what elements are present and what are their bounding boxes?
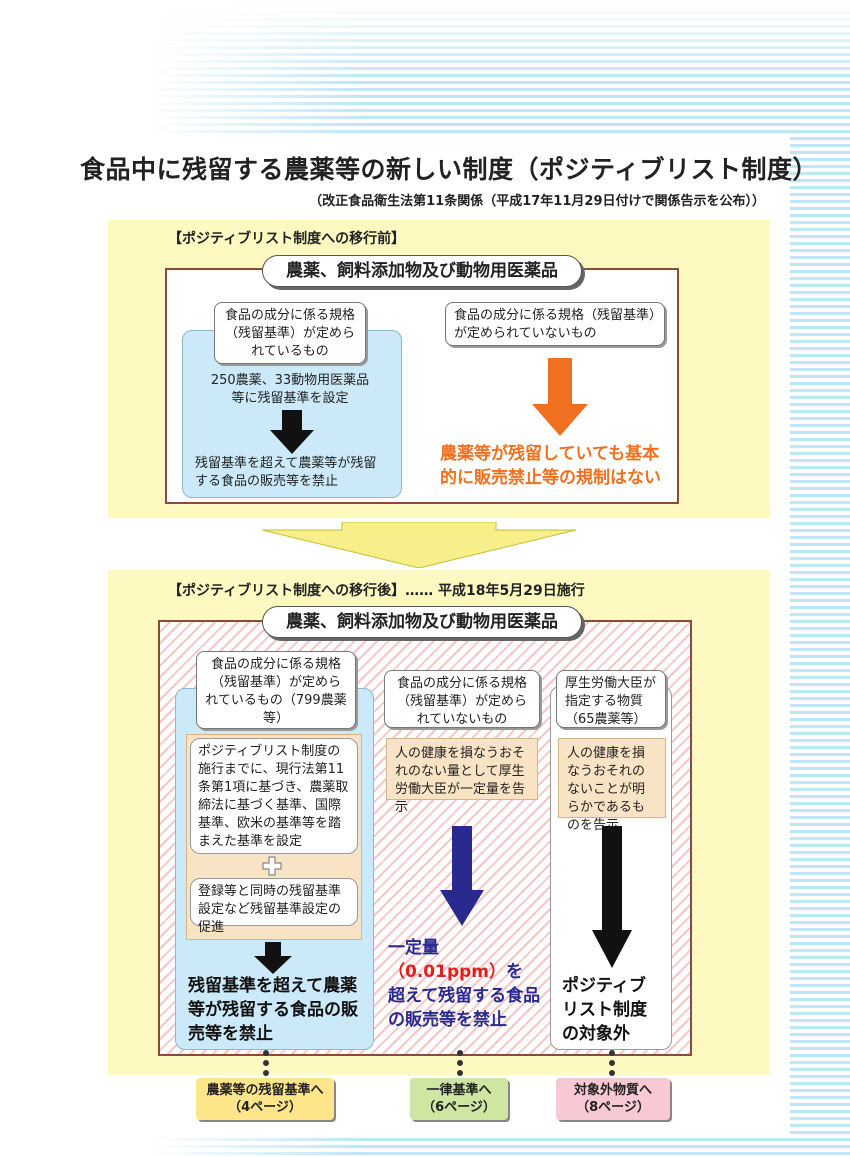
before-left-bubble: 食品の成分に係る規格（残留基準）が定められているもの [214,302,366,364]
before-header: 農薬、飼料添加物及び動物用医薬品 [262,255,582,287]
transition-arrow [262,522,576,568]
link-residue-standards-label: 農薬等の残留基準へ [206,1083,324,1098]
col1-standards-text: ポジティブリスト制度の施行までに、現行法第11条第1項に基づき、農薬取締法に基づ… [198,744,349,849]
link-exempt-substances-label: 対象外物質へ [573,1083,652,1098]
before-left-note: 250農薬、33動物用医薬品等に残留基準を設定 [210,373,370,406]
black-down-arrow [254,942,292,974]
after-label: 【ポジティブリスト制度への移行後】…… 平成18年5月29日施行 [168,583,585,599]
link-uniform-standard[interactable]: 一律基準へ （6ページ） [410,1078,508,1120]
col2-result-d: 超えて残留する食品の販売等を禁止 [388,986,541,1030]
col3-result: ポジティブリスト制度の対象外 [562,976,647,1044]
col1-result: 残留基準を超えて農薬等が残留する食品の販売等を禁止 [188,976,358,1044]
orange-down-arrow [532,358,588,436]
link-residue-standards-page: （4ページ） [228,1100,302,1115]
col3-box-notice: 人の健康を損なうおそれのないことが明らかであるものを告示 [558,738,666,833]
page-title: 食品中に残留する農薬等の新しい制度（ポジティブリスト制度） [80,155,819,184]
black-down-arrow [270,410,314,454]
col1-promotion-box [190,878,358,926]
col2-result-b: （0.01ppm） [388,962,506,982]
col2-result-a: 一定量 [388,938,439,958]
col2-box: 人の健康を損なうおそれのない量として厚生労働大臣が一定量を告示 [386,738,538,815]
navy-down-arrow [440,826,484,926]
after-header: 農薬、飼料添加物及び動物用医薬品 [262,606,582,638]
page-subtitle: （改正食品衛生法第11条関係（平成17年11月29日付けで関係告示を公布）） [309,194,765,209]
link-exempt-substances[interactable]: 対象外物質へ （8ページ） [556,1078,670,1120]
connector-dots [609,1050,615,1080]
connector-dots [263,1050,269,1080]
col1-standards-box [190,738,358,854]
col2-result: 一定量 （0.01ppm）を 超えて残留する食品の販売等を禁止 [388,936,548,1032]
col1-bubble: 食品の成分に係る規格（残留基準）が定められているもの（799農薬等） [196,651,356,729]
before-left-result: 残留基準を超えて農薬等が残留する食品の販売等を禁止 [195,456,377,489]
link-uniform-standard-page: （6ページ） [422,1100,496,1115]
before-right-bubble: 食品の成分に係る規格（残留基準）が定められていないもの [445,302,665,346]
before-right-result: 農薬等が残留していても基本的に販売禁止等の規制はない [440,444,661,488]
black-down-arrow [592,826,632,968]
col2-bubble: 食品の成分に係る規格（残留基準）が定められていないもの [384,670,540,728]
plus-icon [262,856,282,876]
col1-promotion-text: 登録等と同時の残留基準設定など残留基準設定の促進 [198,884,342,935]
link-residue-standards[interactable]: 農薬等の残留基準へ （4ページ） [196,1078,334,1120]
col2-result-c: を [506,962,523,982]
link-uniform-standard-label: 一律基準へ [426,1083,492,1098]
col3-bubble: 厚生労働大臣が指定する物質（65農薬等） [556,670,666,728]
connector-dots [457,1050,463,1080]
background-fade-top [0,0,850,80]
link-exempt-substances-page: （8ページ） [576,1100,650,1115]
before-label: 【ポジティブリスト制度への移行前】 [168,231,406,247]
